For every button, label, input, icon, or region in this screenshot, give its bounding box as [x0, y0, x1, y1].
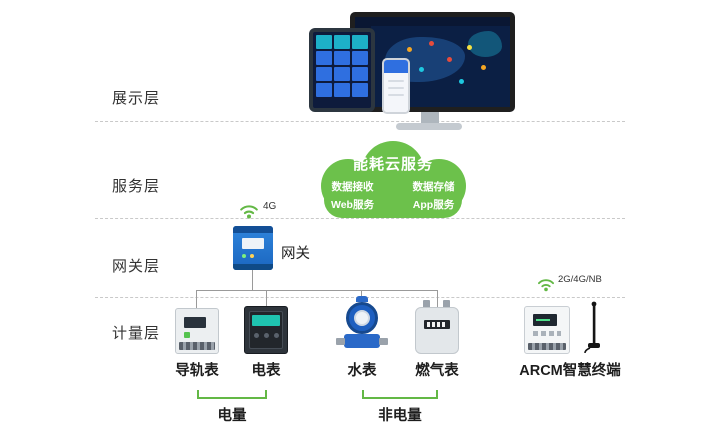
- cloud-services: 数据接收 数据存储 Web服务 App服务: [312, 179, 474, 212]
- wifi-icon: [538, 279, 554, 292]
- rail-meter-device: [175, 308, 219, 354]
- cloud-icon: [321, 141, 466, 218]
- group-bracket-nonelectric: [362, 390, 438, 399]
- meter-label-gas: 燃气表: [415, 363, 459, 379]
- monitor-screen: [350, 12, 515, 112]
- bus-line: [196, 290, 437, 291]
- group-label-electric: 电量: [217, 408, 247, 424]
- cloud-service-storage: 数据存储: [412, 181, 455, 193]
- group-label-nonelectric: 非电量: [378, 408, 422, 424]
- cloud-service-web: Web服务: [331, 199, 374, 211]
- cloud-service-app: App服务: [412, 199, 455, 211]
- layer-label-metering: 计量层: [112, 325, 161, 342]
- connector-line: [196, 290, 197, 308]
- arcm-wireless-tag: 2G/4G/NB: [558, 274, 602, 285]
- monitor-base: [396, 123, 462, 130]
- phone-device: [382, 58, 410, 114]
- antenna-icon: [584, 301, 600, 354]
- power-meter-device: [244, 306, 288, 354]
- layer-label-gateway: 网关层: [112, 258, 161, 275]
- layer-divider: [95, 218, 625, 219]
- gateway-device: [233, 226, 273, 270]
- meter-label-water: 水表: [347, 363, 377, 379]
- meter-label-arcm: ARCM智慧终端: [519, 363, 621, 379]
- layer-label-service: 服务层: [112, 178, 161, 195]
- connector-line: [437, 290, 438, 308]
- tablet-device: [309, 28, 375, 112]
- connector-line: [252, 270, 253, 290]
- meter-label-rail: 导轨表: [175, 363, 219, 379]
- phone-screen-header: [384, 60, 408, 73]
- gateway-label: 网关: [281, 246, 310, 262]
- connector-line: [266, 290, 267, 308]
- layer-label-display: 展示层: [112, 90, 161, 107]
- dashboard-topbar: [355, 17, 510, 26]
- cloud-service-receive: 数据接收: [331, 181, 374, 193]
- wifi-icon: [240, 205, 258, 219]
- monitor-stand: [421, 112, 439, 124]
- cloud-title: 能耗云服务: [352, 156, 433, 173]
- group-bracket-electric: [197, 390, 267, 399]
- gateway-wireless-tag: 4G: [263, 201, 277, 212]
- tablet-screen: [313, 32, 371, 108]
- arcm-device: [524, 306, 570, 354]
- meter-label-power: 电表: [251, 363, 281, 379]
- layer-divider: [95, 121, 625, 122]
